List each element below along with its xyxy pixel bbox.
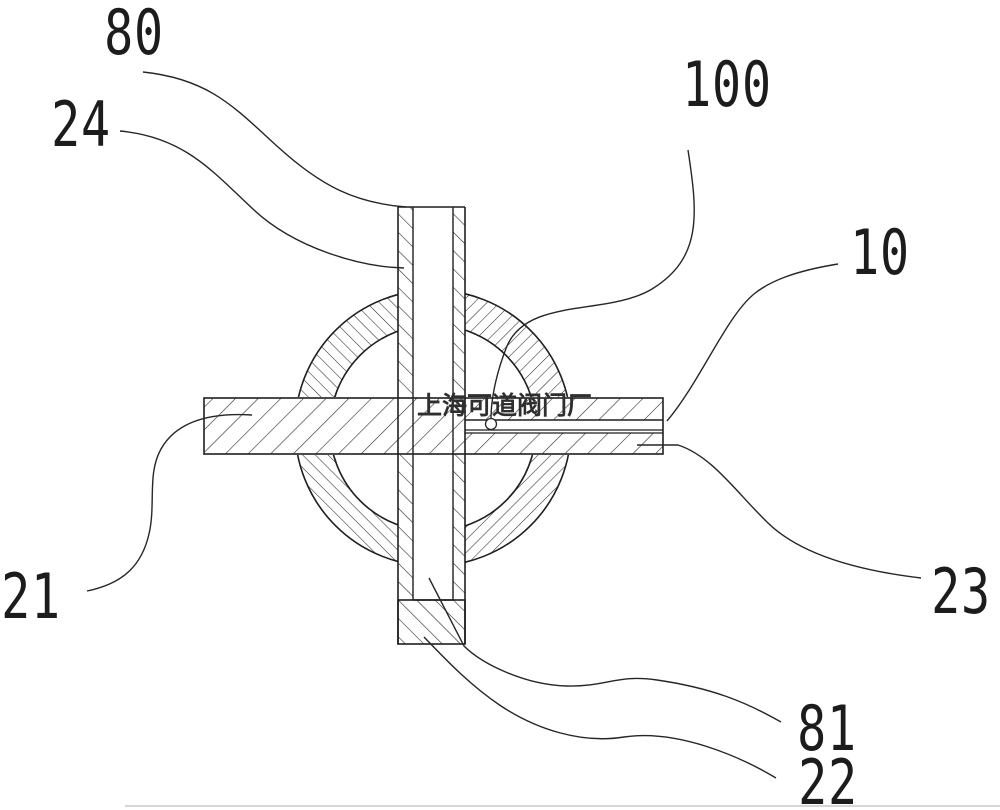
- leader-100: [490, 149, 695, 419]
- leader-81: [428, 577, 782, 723]
- leader-lines: [86, 71, 922, 779]
- pipe-right-wall-lower: [453, 454, 465, 600]
- ref-label-22: 22: [798, 746, 858, 810]
- leader-22: [423, 636, 777, 779]
- pipe-bottom-plug: [397, 599, 466, 645]
- leader-23: [637, 444, 922, 579]
- leader-80: [142, 71, 407, 208]
- ref-label-24: 24: [51, 88, 111, 161]
- ref-label-81: 81: [797, 692, 857, 765]
- watermark-text: 上海可道阀门厂: [417, 391, 593, 420]
- seal-ring-right-arcs: [465, 289, 572, 567]
- seal-ring-left-arcs: [294, 289, 398, 567]
- ref-label-10: 10: [850, 216, 910, 289]
- vertical-pipe: [397, 206, 466, 645]
- plate-right-top-band: [465, 398, 663, 420]
- ref-label-80: 80: [104, 0, 164, 69]
- leader-10: [666, 263, 839, 422]
- leader-24: [119, 130, 405, 269]
- pipe-left-wall-lower: [398, 454, 413, 600]
- plate-left-section: [204, 398, 465, 454]
- leader-21: [86, 413, 253, 592]
- pipe-left-wall-upper: [398, 207, 413, 398]
- ref-label-21: 21: [1, 560, 61, 633]
- pipe-right-wall-upper: [453, 207, 465, 398]
- ref-label-100: 100: [682, 48, 772, 121]
- pointer-circle: [484, 417, 498, 431]
- horizontal-plate: [203, 397, 664, 455]
- ref-label-23: 23: [931, 555, 991, 628]
- plate-right-bottom-band: [465, 433, 663, 454]
